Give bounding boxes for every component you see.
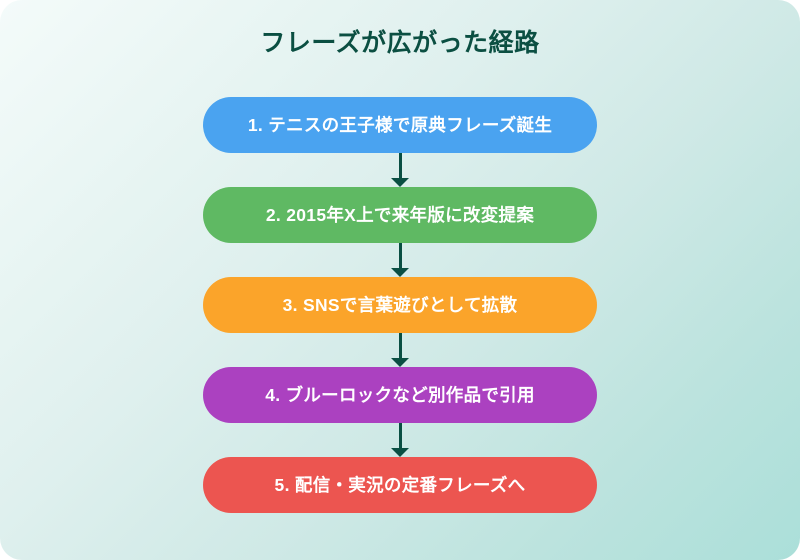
arrow-stem [398, 333, 402, 359]
arrow-1-to-2-icon [203, 153, 597, 187]
flow-step-5-label: 5. 配信・実況の定番フレーズへ [274, 475, 526, 495]
arrow-stem [398, 153, 402, 179]
arrow-head [391, 448, 409, 457]
flow-step-1[interactable]: 1. テニスの王子様で原典フレーズ誕生 [203, 97, 597, 153]
flow-step-4-wrap: 4. ブルーロックなど別作品で引用 [203, 367, 597, 423]
flow-step-1-label: 1. テニスの王子様で原典フレーズ誕生 [247, 115, 553, 135]
flow-step-3-wrap: 3. SNSで言葉遊びとして拡散 [203, 277, 597, 333]
page-title: フレーズが広がった経路 [260, 29, 540, 57]
arrow-4-to-5-icon [203, 423, 597, 457]
flow-step-5[interactable]: 5. 配信・実況の定番フレーズへ [203, 457, 597, 513]
flow-step-3[interactable]: 3. SNSで言葉遊びとして拡散 [203, 277, 597, 333]
flow-step-2-wrap: 2. 2015年X上で来年版に改変提案 [203, 187, 597, 243]
flow-step-3-label: 3. SNSで言葉遊びとして拡散 [282, 295, 518, 315]
flow-step-2[interactable]: 2. 2015年X上で来年版に改変提案 [203, 187, 597, 243]
flow-step-5-wrap: 5. 配信・実況の定番フレーズへ [203, 457, 597, 513]
flow-step-4[interactable]: 4. ブルーロックなど別作品で引用 [203, 367, 597, 423]
flow-step-4-label: 4. ブルーロックなど別作品で引用 [265, 385, 535, 405]
flow-diagram: 1. テニスの王子様で原典フレーズ誕生 2. 2015年X上で来年版に改変提案 … [203, 97, 597, 513]
arrow-head [391, 358, 409, 367]
arrow-2-to-3-icon [203, 243, 597, 277]
arrow-head [391, 178, 409, 187]
flow-step-1-wrap: 1. テニスの王子様で原典フレーズ誕生 [203, 97, 597, 153]
flow-step-2-label: 2. 2015年X上で来年版に改変提案 [265, 205, 535, 225]
arrow-head [391, 268, 409, 277]
arrow-stem [398, 423, 402, 449]
arrow-stem [398, 243, 402, 269]
arrow-3-to-4-icon [203, 333, 597, 367]
